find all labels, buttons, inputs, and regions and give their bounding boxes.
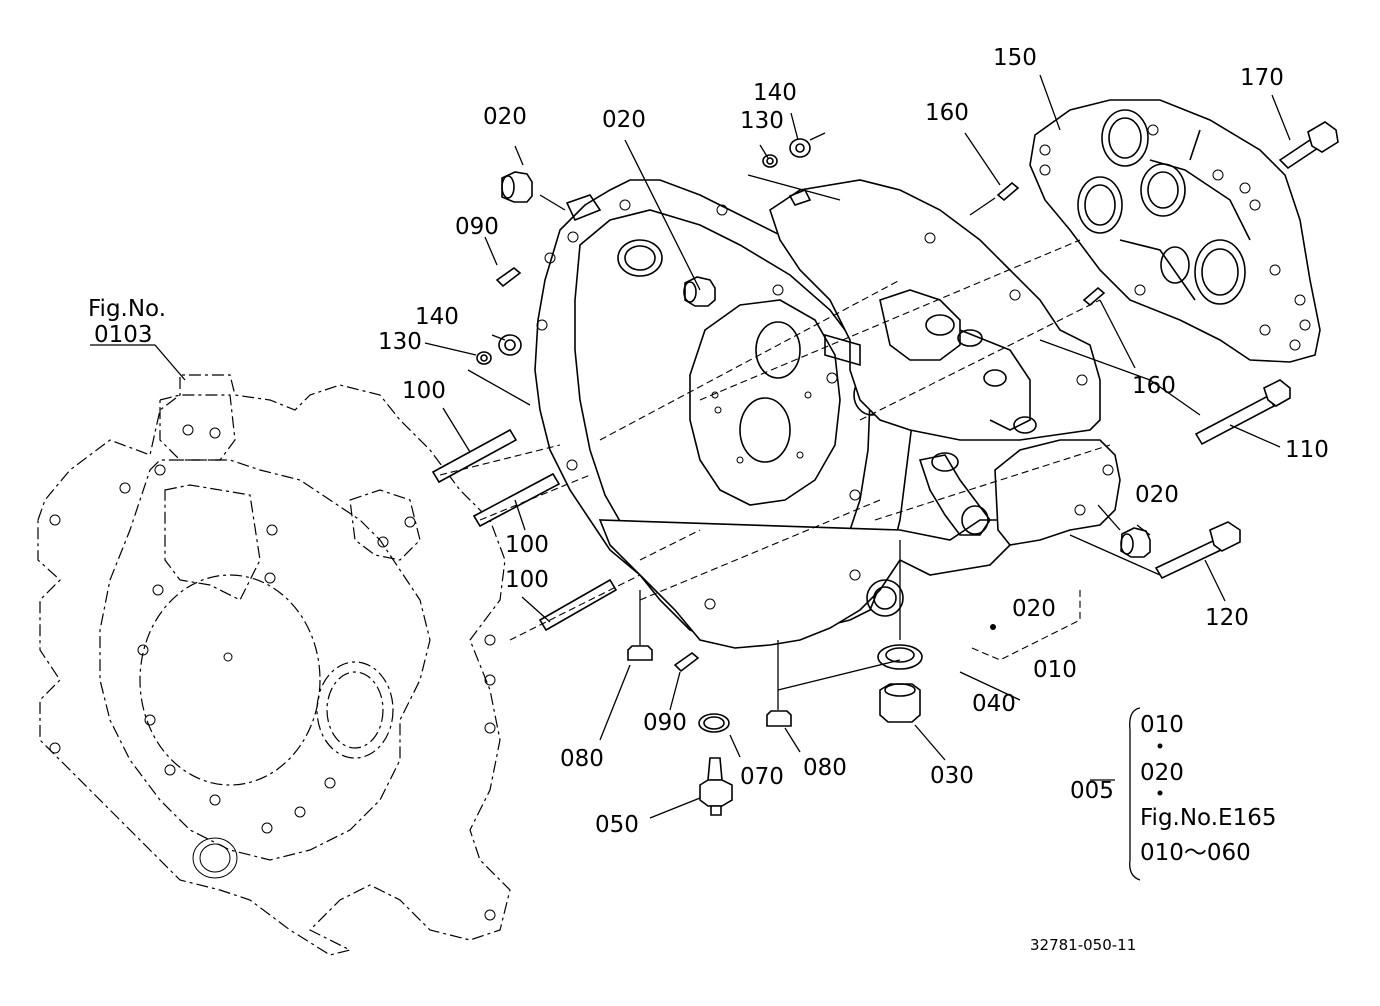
callout-020: 020 [1012,596,1056,622]
small-parts [431,121,1339,816]
assembly-line1: 010 [1140,712,1184,738]
callout-020: 020 [1135,482,1179,508]
callout-030: 030 [930,763,974,789]
ref-figure-line2: 0103 [94,322,153,348]
callout-140: 140 [753,80,797,106]
callout-010: 010 [1033,657,1077,683]
callout-150: 150 [993,45,1037,71]
callout-100: 100 [505,567,549,593]
callout-080: 080 [803,755,847,781]
drawing-number: 32781-050-11 [1030,936,1136,954]
assembly-line4: 010〜060 [1140,840,1251,866]
main-housing-drawing [534,179,1121,649]
callout-050: 050 [595,812,639,838]
callout-100: 100 [402,378,446,404]
ref-figure-line1: Fig.No. [88,296,166,322]
callout-110: 110 [1285,437,1329,463]
assembly-line3: Fig.No.E165 [1140,805,1276,831]
callout-090: 090 [455,214,499,240]
assembly-line2: 020 [1140,760,1184,786]
leader-lines [90,74,1291,881]
callout-labels: Fig.No. 0103 020 020 130 140 150 160 170… [88,45,1329,838]
callout-020: 020 [483,104,527,130]
reference-housing-drawing [37,374,511,956]
callout-120: 120 [1205,605,1249,631]
assembly-code: 005 [1070,778,1114,804]
callout-160: 160 [925,100,969,126]
callout-020: 020 [602,107,646,133]
callout-130: 130 [378,329,422,355]
cover-plate-drawing [1029,99,1321,363]
callout-090: 090 [643,710,687,736]
callout-140: 140 [415,304,459,330]
callout-040: 040 [972,691,1016,717]
callout-130: 130 [740,108,784,134]
callout-080: 080 [560,746,604,772]
assembly-note: 005 010 020 Fig.No.E165 010〜060 [1070,712,1276,866]
callout-160: 160 [1132,373,1176,399]
callout-170: 170 [1240,65,1284,91]
callout-070: 070 [740,764,784,790]
callout-100: 100 [505,532,549,558]
